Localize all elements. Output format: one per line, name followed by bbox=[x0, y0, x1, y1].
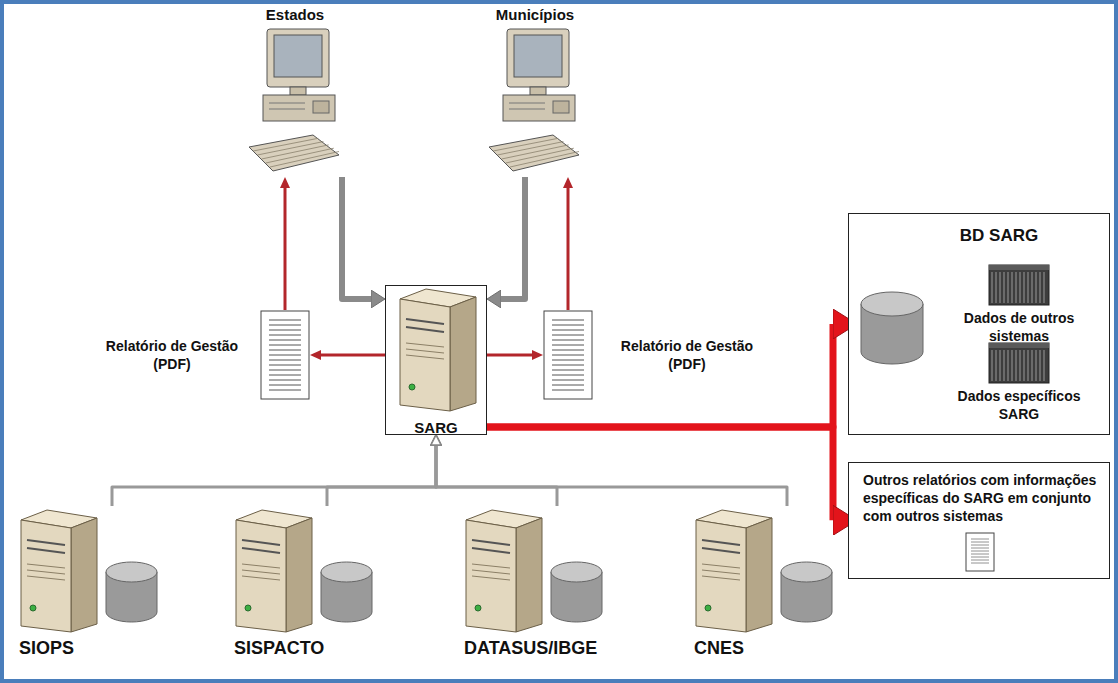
node-label: Outros relatórios com informações especí… bbox=[863, 471, 1097, 526]
bigcyl-icon bbox=[859, 290, 925, 368]
cyl-icon bbox=[104, 560, 159, 626]
data-rack: Dados específicos SARG bbox=[939, 342, 1099, 423]
source-server: SISPACTO bbox=[230, 506, 374, 659]
server-icon bbox=[230, 506, 315, 636]
pc-icon bbox=[245, 27, 345, 177]
node-label: Relatório de Gestão (PDF) bbox=[92, 337, 252, 373]
source-server: CNES bbox=[690, 506, 834, 659]
connector-arrow bbox=[436, 446, 557, 506]
node-label: Dados de outros sistemas bbox=[939, 310, 1099, 345]
node-label: DATASUS/IBGE bbox=[460, 638, 597, 659]
connector-arrow bbox=[501, 177, 525, 299]
node-label: Dados específicos SARG bbox=[939, 388, 1099, 423]
data-rack: Dados de outros sistemas bbox=[939, 264, 1099, 345]
connector-arrow bbox=[487, 427, 833, 520]
connector-arrow bbox=[487, 324, 833, 427]
computer-node: Municípios bbox=[475, 6, 595, 177]
node-label: SIOPS bbox=[15, 638, 74, 659]
connector-arrow bbox=[342, 177, 371, 299]
connector-arrow bbox=[284, 188, 287, 310]
computer-node: Estados bbox=[240, 6, 350, 177]
cyl-icon bbox=[779, 560, 834, 626]
node-label: Relatório de Gestão (PDF) bbox=[607, 337, 767, 373]
connector-arrow bbox=[321, 354, 385, 357]
connector-arrow bbox=[436, 446, 787, 506]
rack-icon bbox=[988, 264, 1050, 306]
server-group bbox=[460, 506, 604, 636]
smalldoc-icon bbox=[965, 532, 995, 572]
database-box: BD SARG Dados de outros sistemasDados esp… bbox=[848, 213, 1110, 435]
node-label: Municípios bbox=[496, 6, 574, 23]
server-group bbox=[15, 506, 159, 636]
rack-icon bbox=[988, 342, 1050, 384]
sarg-server-box: SARG bbox=[385, 285, 487, 435]
server-icon bbox=[394, 285, 479, 415]
connector-arrow bbox=[567, 188, 570, 310]
server-group bbox=[230, 506, 374, 636]
node-label: CNES bbox=[690, 638, 744, 659]
cyl-icon bbox=[549, 560, 604, 626]
cyl-icon bbox=[319, 560, 374, 626]
server-icon bbox=[15, 506, 100, 636]
server-group bbox=[690, 506, 834, 636]
doc-icon bbox=[543, 310, 593, 400]
node-label: SISPACTO bbox=[230, 638, 324, 659]
source-server: SIOPS bbox=[15, 506, 159, 659]
node-label: SARG bbox=[414, 419, 457, 436]
report-box: Outros relatórios com informações especí… bbox=[848, 462, 1110, 579]
node-label: Estados bbox=[266, 6, 324, 23]
server-icon bbox=[460, 506, 545, 636]
source-server: DATASUS/IBGE bbox=[460, 506, 604, 659]
server-icon bbox=[690, 506, 775, 636]
report-document: Relatório de Gestão (PDF) bbox=[92, 310, 310, 400]
report-document: Relatório de Gestão (PDF) bbox=[543, 310, 767, 400]
doc-icon bbox=[260, 310, 310, 400]
pc-icon bbox=[485, 27, 585, 177]
node-label: BD SARG bbox=[889, 214, 1109, 246]
connector-arrow bbox=[487, 354, 532, 357]
connector-arrow bbox=[112, 446, 436, 506]
connector-arrow bbox=[327, 446, 436, 506]
